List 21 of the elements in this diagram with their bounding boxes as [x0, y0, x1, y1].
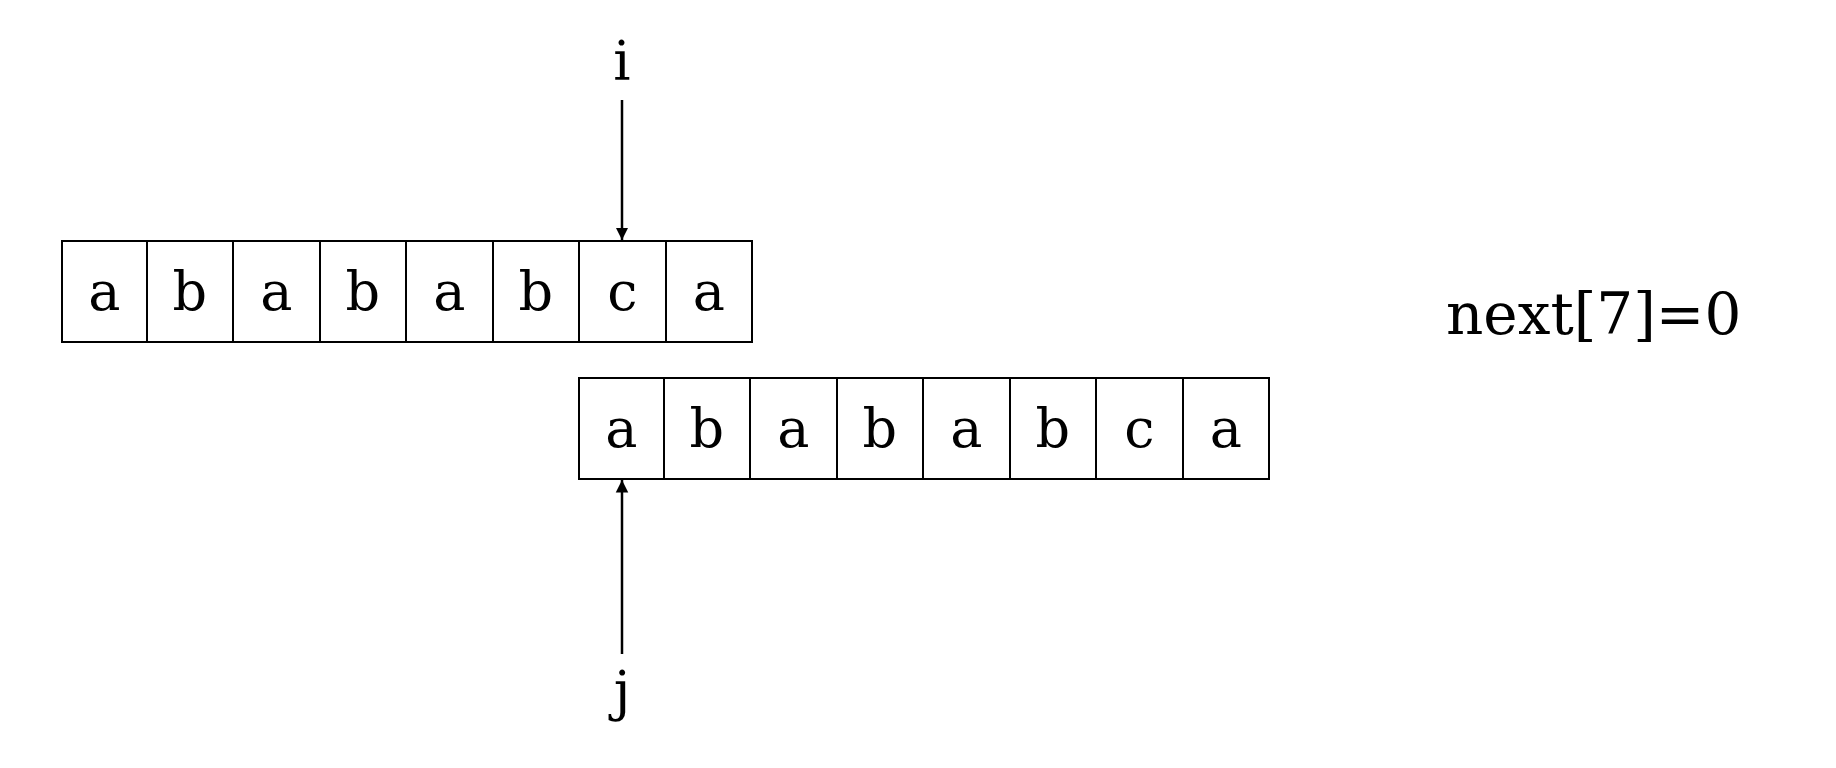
array-cell: b [1010, 377, 1097, 480]
arrow [615, 480, 629, 654]
array-cell: a [578, 377, 665, 480]
array-cell: b [147, 240, 234, 343]
array-cell: b [493, 240, 580, 343]
array-cell: b [837, 377, 924, 480]
pointer-label: i [600, 30, 644, 94]
array-cell: a [666, 240, 753, 343]
array-cell: a [924, 377, 1011, 480]
array-cell: b [664, 377, 751, 480]
array-cell: a [1183, 377, 1270, 480]
array-cell: a [234, 240, 321, 343]
annotation-text: next[7]=0 [1446, 280, 1742, 348]
arrow [615, 100, 629, 240]
array-cell: c [580, 240, 667, 343]
array-cell: a [751, 377, 838, 480]
array-cell: c [1097, 377, 1184, 480]
pointer-label: j [600, 660, 644, 724]
array-cell: a [61, 240, 148, 343]
array-cell: b [320, 240, 407, 343]
array-cell: a [407, 240, 494, 343]
